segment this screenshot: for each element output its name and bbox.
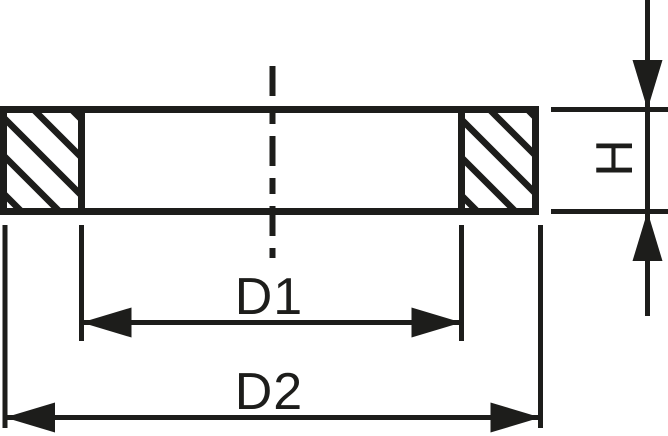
h-arrowhead-down bbox=[632, 60, 663, 110]
left-section-hatch bbox=[7, 113, 78, 208]
d2-label: D2 bbox=[235, 363, 303, 421]
d2-arrowhead-right bbox=[490, 402, 541, 433]
d1-dimension: D1 bbox=[79, 225, 464, 341]
d1-label: D1 bbox=[235, 268, 303, 326]
d1-arrowhead-left bbox=[81, 307, 132, 338]
washer-cross-section bbox=[0, 106, 539, 215]
washer-outline bbox=[0, 106, 539, 215]
d2-arrowhead-left bbox=[5, 402, 55, 433]
h-arrowhead-up bbox=[632, 211, 663, 261]
h-dimension: H bbox=[551, 0, 668, 316]
right-section-hatch bbox=[465, 113, 532, 208]
d1-arrowhead-right bbox=[411, 307, 462, 338]
h-label: H bbox=[586, 138, 644, 177]
d2-dimension: D2 bbox=[2, 225, 543, 433]
